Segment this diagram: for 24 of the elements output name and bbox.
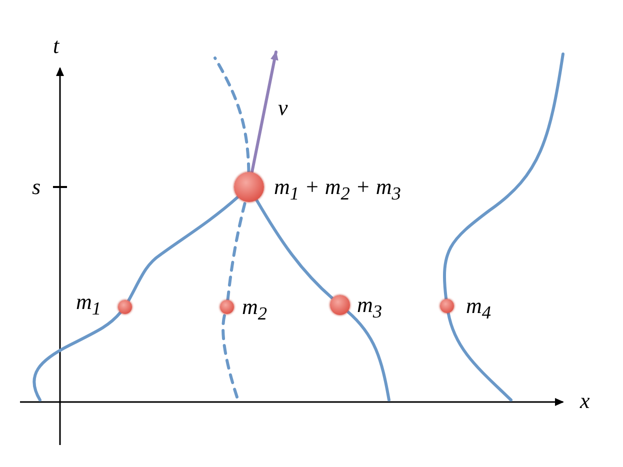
- mass-label: m$_{1}$: [76, 290, 102, 320]
- axis-label: t: [53, 34, 60, 58]
- particle-dot: [118, 300, 132, 314]
- world-line: [32, 310, 122, 402]
- world-line: [222, 312, 238, 398]
- world-line: [214, 56, 250, 174]
- mass-label: m$_{1}$ + m$_{2}$ + m$_{3}$: [274, 175, 401, 206]
- axis-label: x: [580, 389, 590, 413]
- world-line: [346, 310, 390, 402]
- mass-label: m$_{4}$: [466, 294, 492, 324]
- mass-label: m$_{3}$: [357, 293, 382, 324]
- edge-label: v: [278, 96, 288, 120]
- particle-dot: [220, 300, 234, 314]
- particle-dot: [440, 299, 454, 313]
- world-line: [255, 198, 334, 300]
- world-line: [226, 200, 247, 302]
- world-line: [446, 311, 512, 402]
- world-line: [442, 52, 564, 301]
- mass-label: m$_{2}$: [242, 295, 268, 326]
- particle-dot: [234, 172, 264, 202]
- particle-dot: [330, 295, 350, 315]
- axis-label: s: [32, 175, 41, 199]
- world-line: [126, 196, 240, 302]
- velocity-arrow: [250, 50, 278, 174]
